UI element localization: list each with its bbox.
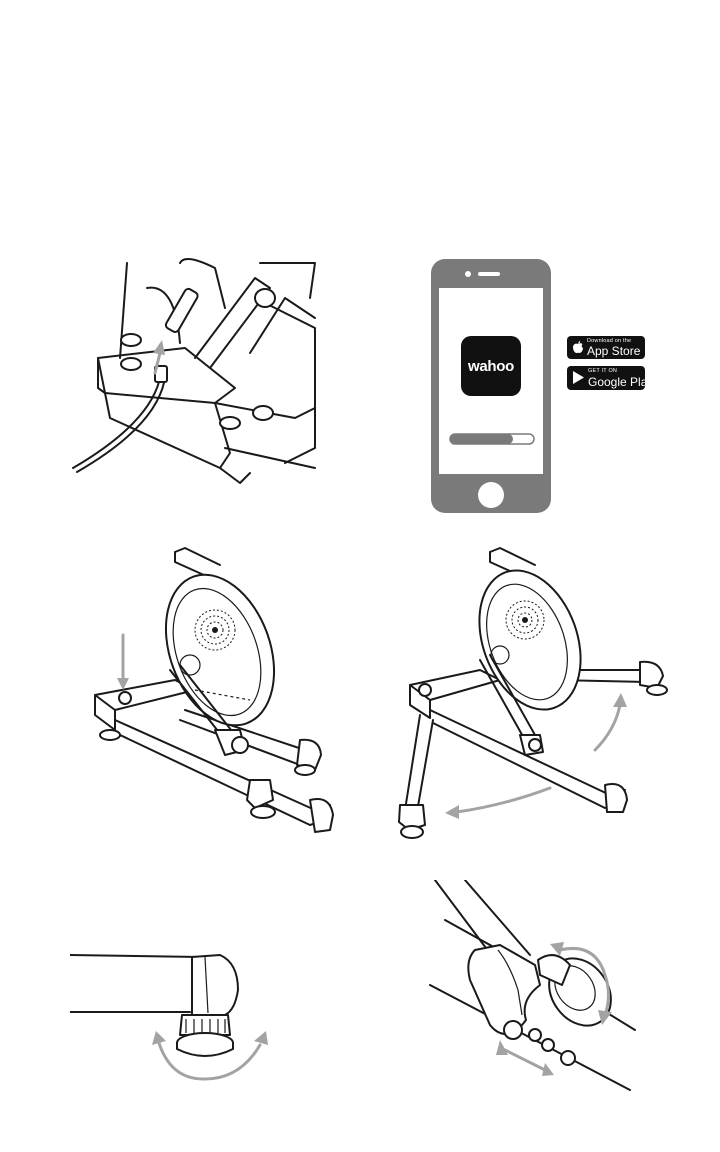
leveling-foot-illustration (70, 945, 280, 1085)
app-store-badge[interactable]: Download on the App Store (567, 336, 645, 359)
google-play-main-text: Google Play (588, 375, 653, 389)
phone-camera-icon (465, 271, 471, 277)
panel-leveling-foot (70, 945, 280, 1085)
google-play-badge[interactable]: GET IT ON Google Play (567, 366, 645, 390)
trainer-base-cable-illustration (65, 258, 330, 498)
apple-icon (573, 341, 583, 353)
trainer-unfold-illustration (395, 540, 685, 845)
panel-axle-adjust (420, 880, 655, 1095)
google-play-top-text: GET IT ON (588, 368, 617, 374)
progress-fill (450, 434, 513, 444)
panel-app-download: wahoo Download on the App Store GET IT O… (430, 258, 655, 516)
phone-home-button (478, 482, 504, 508)
panel-folded-trainer (75, 540, 340, 840)
wahoo-logo-text: wahoo (468, 358, 514, 375)
panel-power-cable (65, 258, 330, 498)
axle-adjust-illustration (420, 880, 655, 1095)
app-store-main-text: App Store (587, 344, 640, 358)
phone-speaker (478, 272, 500, 276)
trainer-folded-illustration (75, 540, 340, 840)
wahoo-app-icon[interactable]: wahoo (461, 336, 521, 396)
play-triangle-icon (573, 371, 584, 384)
panel-unfold-legs (395, 540, 685, 845)
